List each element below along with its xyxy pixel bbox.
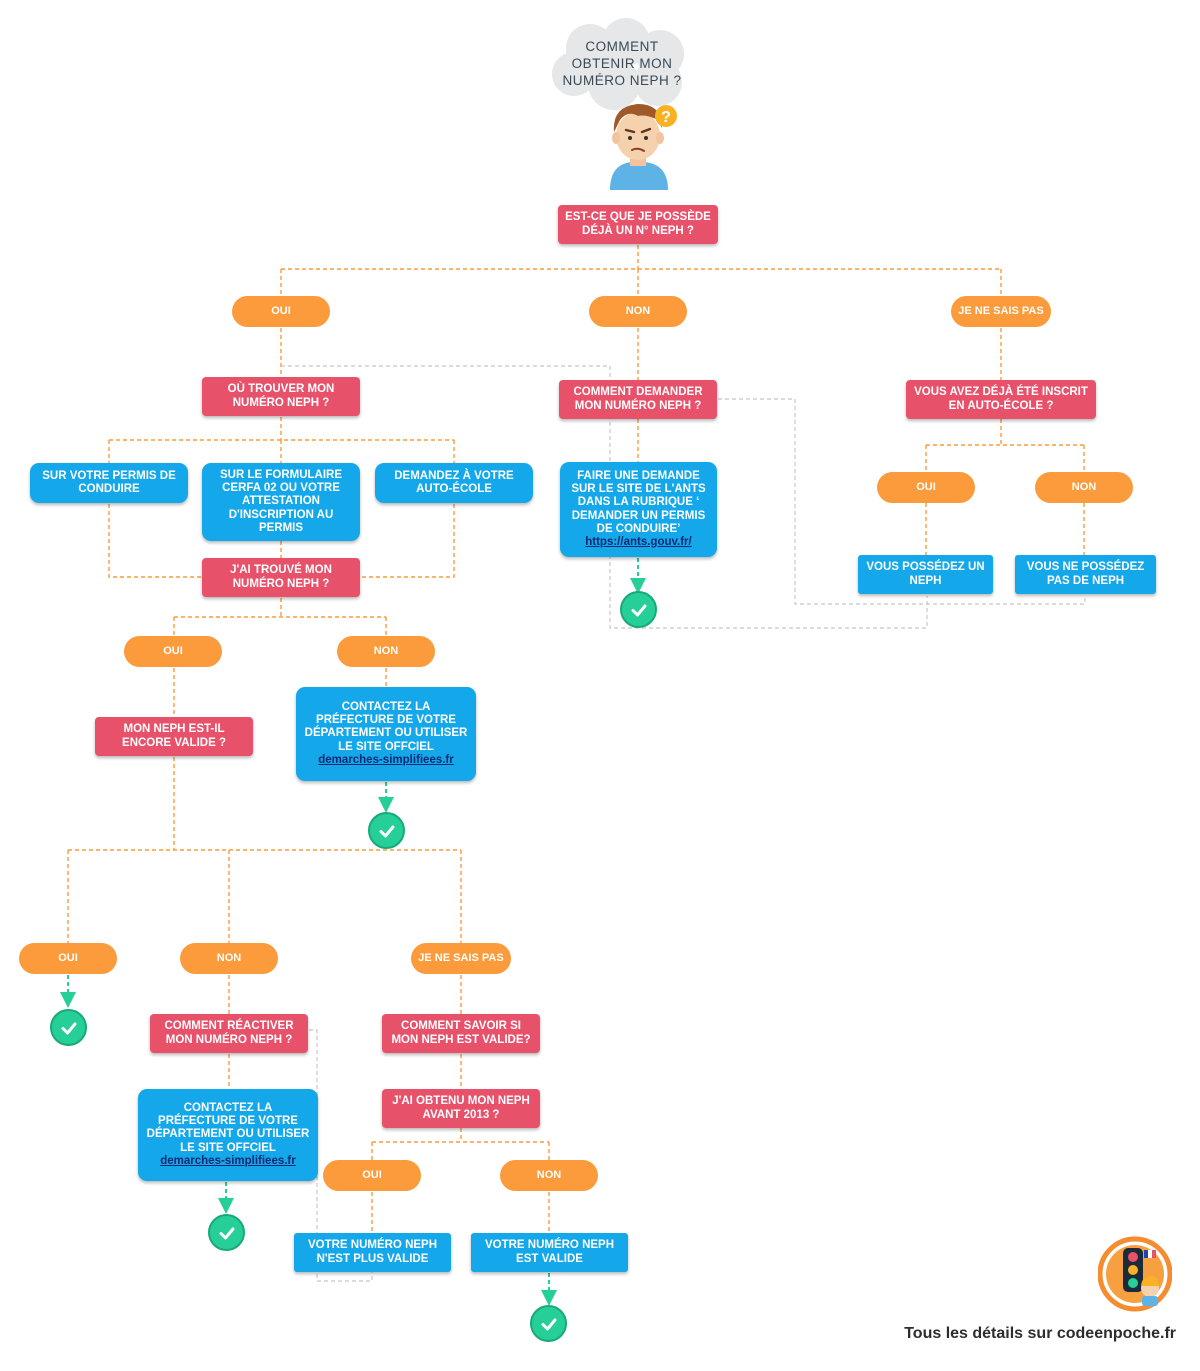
footer-credit: Tous les détails sur codeenpoche.fr [904,1325,1176,1342]
answer-yes: OUI [19,943,117,974]
info-contact-prefecture: CONTACTEZ LA PRÉFECTURE DE VOTRE DÉPARTE… [296,687,476,781]
traffic-light-logo-icon [1098,1236,1172,1312]
question-how-request: COMMENT DEMANDER MON NUMÉRO NEPH ? [559,380,717,419]
info-text: FAIRE UNE DEMANDE SUR LE SITE DE L'ANTS … [571,469,706,535]
info-no-neph: VOUS NE POSSÉDEZ PAS DE NEPH [1015,555,1156,594]
question-reactivate: COMMENT RÉACTIVER MON NUMÉRO NEPH ? [150,1014,308,1053]
check-circle-icon [50,1009,87,1046]
answer-yes: OUI [232,296,330,327]
question-has-neph: EST-CE QUE JE POSSÈDE DÉJÀ UN N° NEPH ? [558,205,718,244]
info-text: CONTACTEZ LA PRÉFECTURE DE VOTRE DÉPARTE… [304,700,468,753]
answer-no: NON [1035,472,1133,503]
cloud-title-line: COMMENT [585,39,659,54]
info-text: CONTACTEZ LA PRÉFECTURE DE VOTRE DÉPARTE… [146,1101,310,1154]
svg-text:?: ? [661,109,671,126]
ants-link[interactable]: https://ants.gouv.fr/ [585,535,692,548]
thought-cloud: COMMENT OBTENIR MON NUMÉRO NEPH ? [548,18,696,114]
cloud-title: COMMENT OBTENIR MON NUMÉRO NEPH ? [560,38,684,89]
info-valid: VOTRE NUMÉRO NEPH EST VALIDE [471,1233,628,1272]
check-circle-icon [208,1214,245,1251]
confused-person-icon: ? [610,104,677,190]
question-before-2013: J'AI OBTENU MON NEPH AVANT 2013 ? [382,1089,540,1128]
check-circle-icon [620,591,657,628]
check-circle-icon [530,1305,567,1342]
info-cerfa-form: SUR LE FORMULAIRE CERFA 02 OU VOTRE ATTE… [202,463,360,541]
cloud-title-line: OBTENIR MON [571,56,673,71]
question-how-know-valid: COMMENT SAVOIR SI MON NEPH EST VALIDE? [382,1014,540,1053]
answer-yes: OUI [323,1160,421,1191]
cloud-title-line: NUMÉRO NEPH ? [562,73,682,88]
answer-no: NON [337,636,435,667]
info-have-neph: VOUS POSSÉDEZ UN NEPH [858,555,993,594]
question-mark-icon: ? [655,105,677,127]
question-where-find: OÙ TROUVER MON NUMÉRO NEPH ? [202,377,360,416]
check-circle-icon [368,812,405,849]
answer-no: NON [500,1160,598,1191]
question-found-neph: J'AI TROUVÉ MON NUMÉRO NEPH ? [202,558,360,597]
question-still-valid: MON NEPH EST-IL ENCORE VALIDE ? [95,717,253,756]
demarches-link[interactable]: demarches-simplifiees.fr [160,1154,296,1167]
info-ask-school: DEMANDEZ À VOTRE AUTO-ÉCOLE [375,463,533,503]
answer-dont-know: JE NE SAIS PAS [411,943,511,974]
info-ants-request: FAIRE UNE DEMANDE SUR LE SITE DE L'ANTS … [560,462,717,557]
answer-yes: OUI [877,472,975,503]
cloud-icon [552,18,684,110]
info-no-longer-valid: VOTRE NUMÉRO NEPH N'EST PLUS VALIDE [294,1233,451,1272]
answer-no: NON [180,943,278,974]
answer-dont-know: JE NE SAIS PAS [951,296,1051,327]
question-driving-school: VOUS AVEZ DÉJÀ ÉTÉ INSCRIT EN AUTO-ÉCOLE… [906,380,1096,419]
info-driving-license: SUR VOTRE PERMIS DE CONDUIRE [30,463,188,503]
info-contact-prefecture: CONTACTEZ LA PRÉFECTURE DE VOTRE DÉPARTE… [138,1089,318,1181]
answer-yes: OUI [124,636,222,667]
answer-no: NON [589,296,687,327]
demarches-link[interactable]: demarches-simplifiees.fr [318,753,454,766]
